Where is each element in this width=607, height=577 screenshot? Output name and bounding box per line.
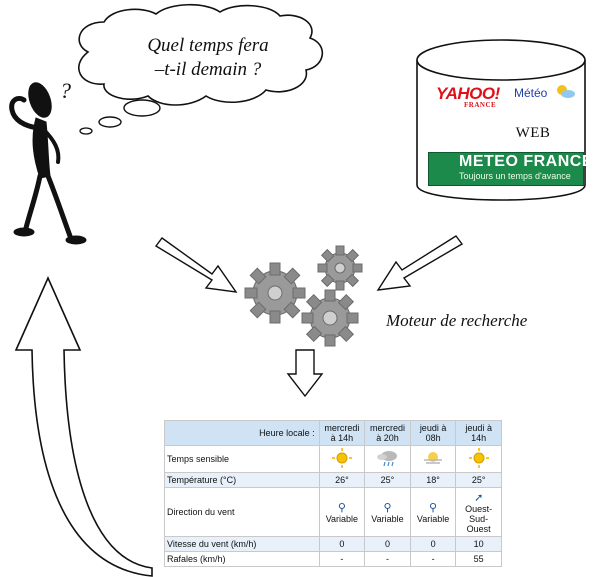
weather-cell [318, 445, 366, 473]
question-mark: ? [60, 78, 71, 103]
wind-speed-cell: 0 [364, 536, 411, 552]
gust-cell: - [409, 551, 457, 567]
row-label: Direction du vent [164, 487, 320, 537]
wind-variable-icon: ⚲ [383, 501, 392, 514]
arrow-person-to-engine [154, 237, 238, 293]
thought-bubble-large [123, 99, 161, 117]
web-label: WEB [515, 125, 551, 141]
column-header: mercredi à 20h [364, 420, 411, 446]
temperature-cell: 18° [409, 472, 457, 488]
forecast-header-row: Heure locale : mercredi à 14h mercredi à… [164, 420, 502, 446]
thought-cloud [78, 3, 324, 135]
meteo-france-title: METEO FRANCE [459, 153, 593, 170]
yahoo-france-label: FRANCE [464, 101, 497, 109]
arrow-web-to-engine [376, 235, 464, 291]
gust-cell: 55 [455, 551, 502, 567]
weather-cell [409, 445, 457, 473]
wind-direction-cell: ⚲ Variable [409, 487, 457, 537]
thought-line-2: –t-il demain ? [154, 59, 262, 80]
thought-bubble-medium [98, 116, 122, 128]
sun-icon [331, 448, 352, 468]
sun-icon [468, 448, 489, 468]
temperature-cell: 25° [364, 472, 411, 488]
table-row: Température (°C) 26° 25° 18° 25° [164, 472, 502, 488]
search-engine-label: Moteur de recherche [386, 311, 528, 330]
wind-arrow-icon: ➚ [474, 491, 484, 504]
wind-speed-cell: 10 [455, 536, 502, 552]
meteo-france-logo [428, 152, 584, 186]
wind-direction-text: Variable [371, 513, 404, 524]
gust-cell: - [364, 551, 411, 567]
wind-direction-cell: ⚲ Variable [318, 487, 366, 537]
row-label: Température (°C) [164, 472, 320, 488]
wind-direction-text: Variable [325, 513, 359, 524]
thought-bubble-small [79, 127, 93, 135]
arrow-table-to-person [14, 276, 153, 577]
thinking-person-icon [9, 82, 87, 245]
wind-speed-cell: 0 [318, 536, 366, 552]
wind-direction-text: Variable [416, 513, 450, 524]
yahoo-meteo-label: Météo [514, 86, 548, 100]
yahoo-logo: YAHOO! [436, 84, 500, 103]
gust-cell: - [318, 551, 366, 567]
sun-haze-icon [424, 452, 443, 464]
thought-text: Quel temps fera –t-il demain ? [118, 34, 298, 82]
wind-direction-text: Ouest-Sud-Ouest [465, 503, 493, 534]
gears-icon [244, 245, 363, 347]
wind-variable-icon: ⚲ [337, 501, 346, 514]
table-row: Temps sensible [164, 445, 502, 473]
meteo-france-tagline: Toujours un temps d'avance [459, 171, 571, 181]
temperature-cell: 26° [318, 472, 366, 488]
column-header: jeudi à 14h [455, 420, 502, 446]
temperature-cell: 25° [455, 472, 502, 488]
wind-direction-cell: ➚ Ouest-Sud-Ouest [455, 487, 502, 537]
row-label: Vitesse du vent (km/h) [164, 536, 320, 552]
wind-speed-cell: 0 [409, 536, 457, 552]
arrow-engine-to-table [286, 349, 324, 398]
thought-line-1: Quel temps fera [147, 35, 269, 56]
column-header: mercredi à 14h [318, 420, 366, 446]
wind-variable-icon: ⚲ [429, 501, 438, 514]
local-time-header: Heure locale : [164, 420, 320, 446]
row-label: Temps sensible [164, 445, 320, 473]
forecast-table: Heure locale : mercredi à 14h mercredi à… [164, 420, 502, 567]
table-row: Rafales (km/h) - - - 55 [164, 551, 502, 567]
wind-direction-cell: ⚲ Variable [364, 487, 411, 537]
cloud-sun-icon [557, 85, 575, 98]
weather-cell [455, 445, 502, 473]
table-row: Direction du vent ⚲ Variable ⚲ Variable … [164, 487, 502, 537]
rain-cloud-icon [377, 451, 398, 467]
weather-cell [364, 445, 411, 473]
row-label: Rafales (km/h) [164, 551, 320, 567]
column-header: jeudi à 08h [409, 420, 457, 446]
table-row: Vitesse du vent (km/h) 0 0 0 10 [164, 536, 502, 552]
